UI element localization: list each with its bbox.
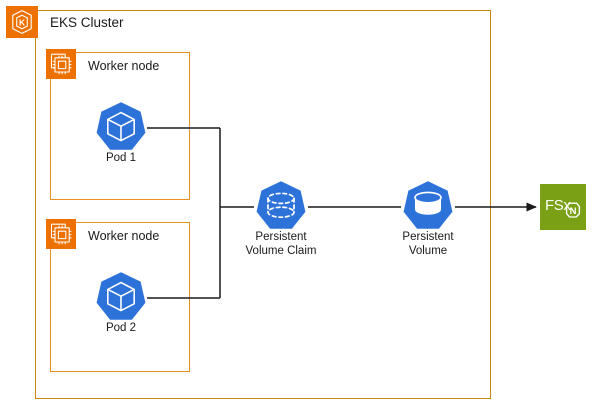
pod-2-label: Pod 2 <box>105 322 137 334</box>
pv-label: Persistent Volume <box>402 231 454 257</box>
kubernetes-pod-icon <box>92 269 150 327</box>
ec2-instance-icon <box>46 219 76 249</box>
worker-node-2-group <box>50 222 190 372</box>
amazon-fsx-for-netapp-ontap-icon: FSx N <box>540 184 586 230</box>
svg-text:N: N <box>570 206 577 217</box>
svg-text:K: K <box>19 17 25 27</box>
worker-node-2-label: Worker node <box>88 229 160 243</box>
pvc-label: Persistent Volume Claim <box>245 231 317 257</box>
svg-text:FSx: FSx <box>545 197 571 214</box>
kubernetes-persistent-volume-icon <box>399 178 457 236</box>
eks-cluster-icon: K <box>6 6 38 38</box>
worker-node-1-label: Worker node <box>88 59 160 73</box>
worker-node-1-group <box>50 52 190 200</box>
kubernetes-persistent-volume-claim-icon <box>252 178 310 236</box>
eks-cluster-label: EKS Cluster <box>50 15 124 30</box>
kubernetes-pod-icon <box>92 99 150 157</box>
ec2-instance-icon <box>46 49 76 79</box>
eks-cluster-group <box>35 10 491 399</box>
pod-1-label: Pod 1 <box>105 152 137 164</box>
